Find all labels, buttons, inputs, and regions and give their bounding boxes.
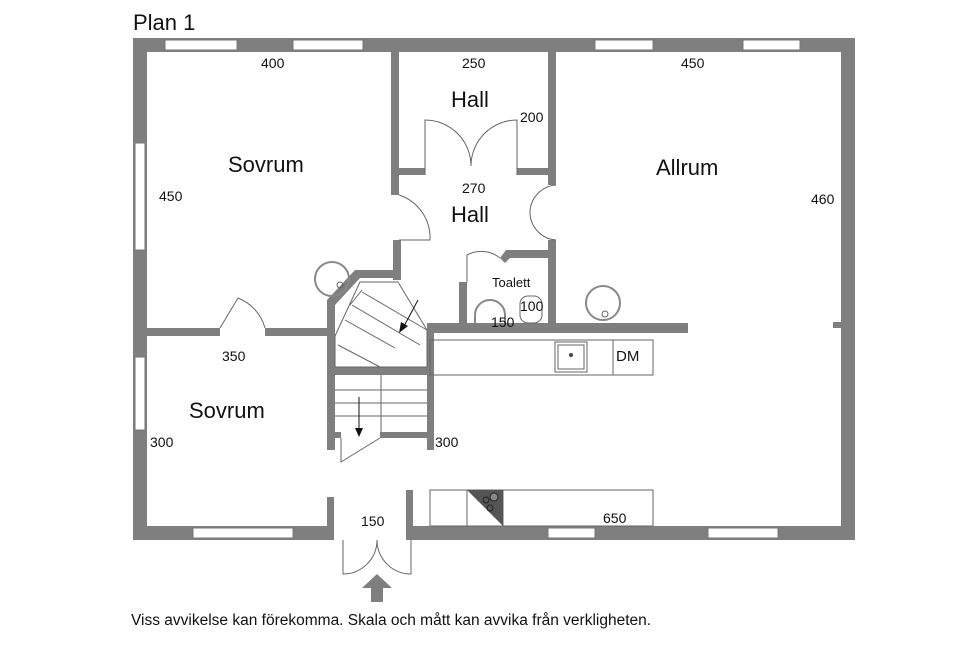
dim-label: 150 (491, 314, 515, 330)
dim-label: 300 (435, 434, 459, 450)
room-label-allrum: Allrum (656, 155, 718, 180)
room-label-sovrum: Sovrum (228, 152, 304, 177)
plan-title: Plan 1 (133, 10, 195, 35)
dim-label: 300 (150, 434, 174, 450)
doors (219, 119, 557, 463)
fixtures (314, 261, 654, 527)
dim-label: 100 (520, 298, 544, 314)
room-label-toalett: Toalett (492, 275, 531, 290)
interior-walls (147, 52, 841, 450)
stair-arrow-icon (355, 428, 363, 437)
entrance-arrow-icon (362, 574, 392, 602)
dim-label: 650 (603, 510, 627, 526)
dim-label: 460 (811, 191, 835, 207)
dishwasher-label: DM (616, 348, 639, 365)
entry-door (327, 490, 413, 602)
dim-label: 150 (361, 513, 385, 529)
kitchen-counter (429, 339, 654, 376)
windows (134, 39, 801, 539)
room-label-sovrum-2: Sovrum (189, 398, 265, 423)
dim-label: 400 (261, 55, 285, 71)
dim-label: 270 (462, 180, 486, 196)
dim-label: 200 (520, 109, 544, 125)
dim-label: 450 (681, 55, 705, 71)
stair-arrow-icon (399, 322, 408, 333)
sink-icon (554, 341, 588, 373)
room-label-hall-2: Hall (451, 202, 489, 227)
kitchen-counter-bottom (429, 489, 654, 527)
dim-label: 450 (159, 188, 183, 204)
room-label-hall: Hall (451, 87, 489, 112)
dim-label: 250 (462, 55, 486, 71)
stairs (334, 281, 428, 437)
disclaimer: Viss avvikelse kan förekomma. Skala och … (131, 612, 651, 629)
dim-label: 350 (222, 348, 246, 364)
